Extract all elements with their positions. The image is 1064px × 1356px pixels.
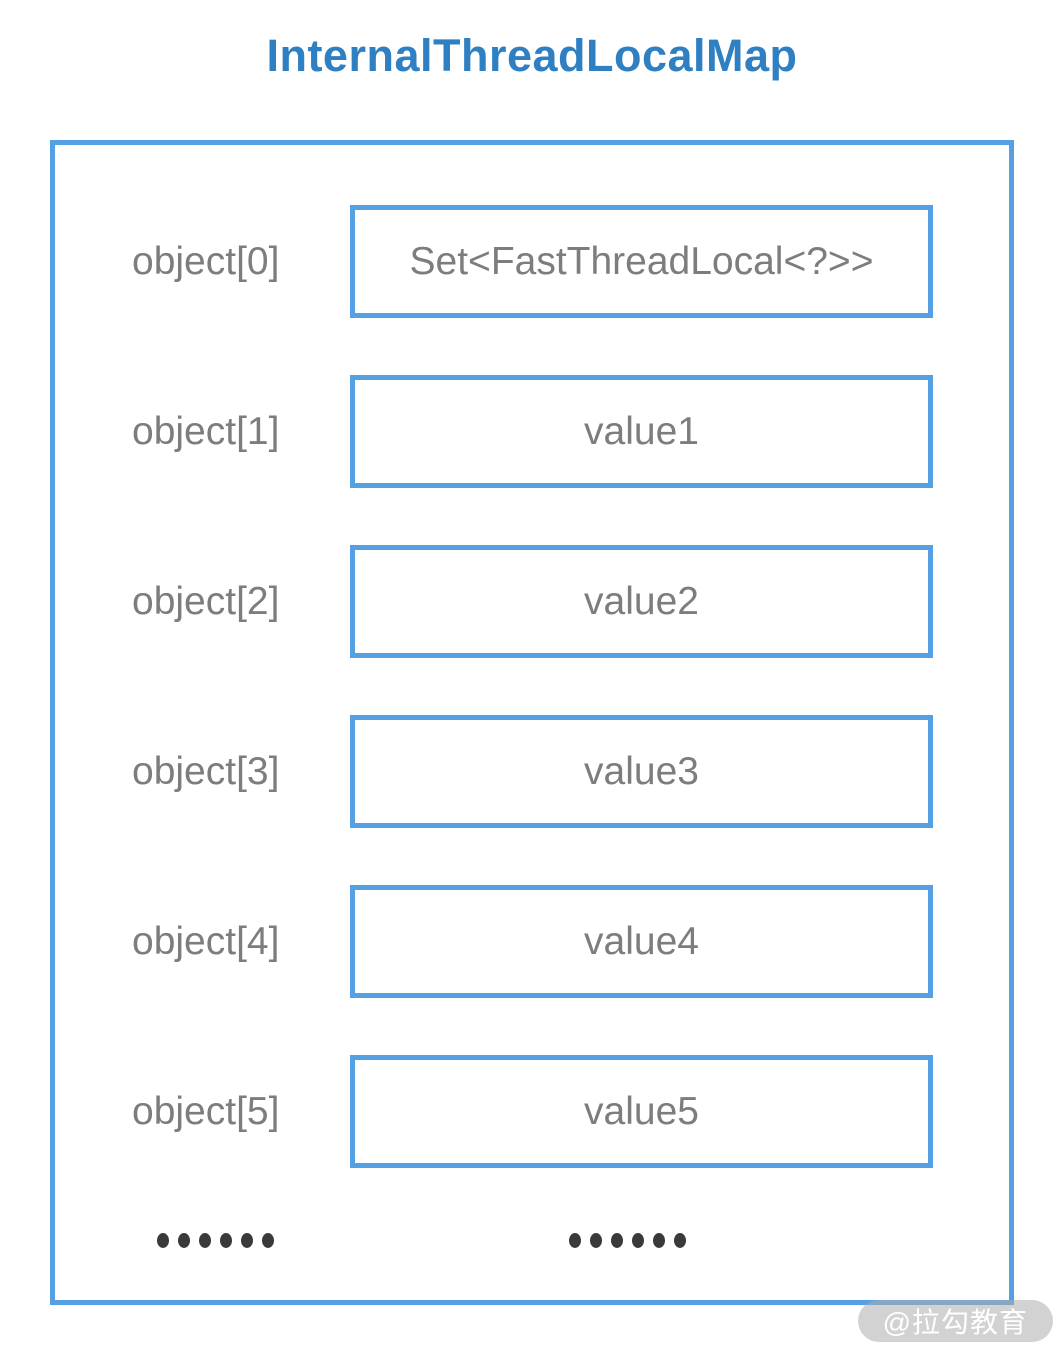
ellipsis-dot xyxy=(199,1232,211,1248)
value-text-0: Set<FastThreadLocal<?>> xyxy=(409,239,874,283)
map-row-1: object[1] value1 xyxy=(55,375,1009,488)
ellipsis-dot xyxy=(220,1232,232,1248)
diagram-title: InternalThreadLocalMap xyxy=(266,30,798,81)
watermark-text: @拉勾教育 xyxy=(882,1307,1028,1338)
slot-label-1: object[1] xyxy=(132,409,280,453)
ellipsis-dot xyxy=(611,1232,623,1248)
ellipsis-dot xyxy=(674,1232,686,1248)
ellipsis-dot xyxy=(178,1232,190,1248)
map-row-3: object[3] value3 xyxy=(55,715,1009,828)
slot-label-4: object[4] xyxy=(132,919,280,963)
watermark-badge: @拉勾教育 xyxy=(857,1300,1053,1342)
value-text-2: value2 xyxy=(584,579,699,623)
ellipsis-dot xyxy=(241,1232,253,1248)
value-text-1: value1 xyxy=(584,409,699,453)
value-text-5: value5 xyxy=(584,1089,699,1133)
value-box-0: Set<FastThreadLocal<?>> xyxy=(350,205,933,318)
value-box-3: value3 xyxy=(350,715,933,828)
ellipsis-row xyxy=(55,1225,1009,1255)
ellipsis-left-dots xyxy=(157,1232,274,1248)
map-row-0: object[0] Set<FastThreadLocal<?>> xyxy=(55,205,1009,318)
ellipsis-dot xyxy=(157,1232,169,1248)
value-box-5: value5 xyxy=(350,1055,933,1168)
ellipsis-right-dots xyxy=(569,1232,686,1248)
ellipsis-dot xyxy=(653,1232,665,1248)
ellipsis-left-cell xyxy=(132,1232,350,1248)
value-box-4: value4 xyxy=(350,885,933,998)
slot-label-3: object[3] xyxy=(132,749,280,793)
map-row-2: object[2] value2 xyxy=(55,545,1009,658)
ellipsis-dot xyxy=(632,1232,644,1248)
ellipsis-dot xyxy=(262,1232,274,1248)
value-text-3: value3 xyxy=(584,749,699,793)
map-row-5: object[5] value5 xyxy=(55,1055,1009,1168)
ellipsis-dot xyxy=(590,1232,602,1248)
ellipsis-dot xyxy=(569,1232,581,1248)
value-text-4: value4 xyxy=(584,919,699,963)
slot-label-2: object[2] xyxy=(132,579,280,623)
value-box-2: value2 xyxy=(350,545,933,658)
slot-label-5: object[5] xyxy=(132,1089,280,1133)
map-row-4: object[4] value4 xyxy=(55,885,1009,998)
internal-thread-local-map-container: object[0] Set<FastThreadLocal<?>> object… xyxy=(50,140,1014,1305)
value-box-1: value1 xyxy=(350,375,933,488)
slot-label-0: object[0] xyxy=(132,239,280,283)
ellipsis-right-cell xyxy=(336,1232,919,1248)
